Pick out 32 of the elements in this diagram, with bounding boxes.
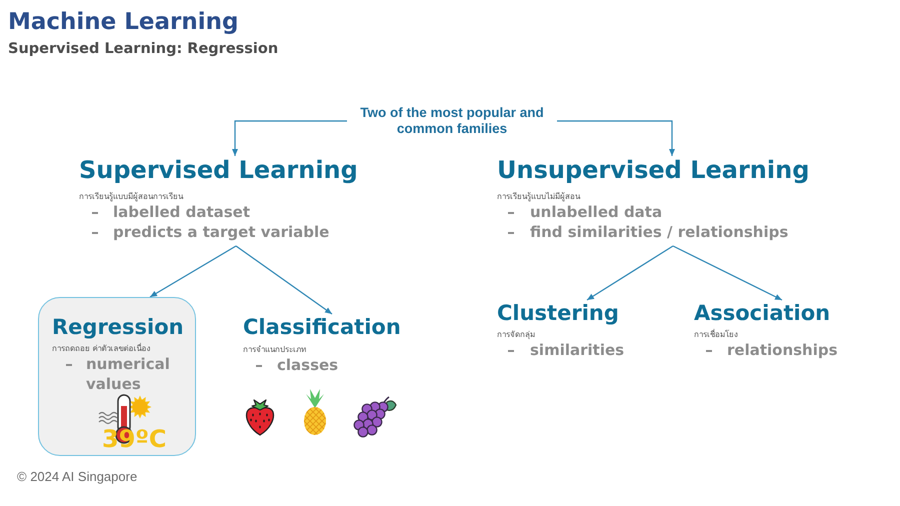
bullet-text: similarities [530, 340, 624, 360]
bullet-text: predicts a target variable [113, 222, 330, 242]
caption-text: การเรียนรู้แบบไม่มีผู้สอน [497, 192, 580, 202]
title: Machine Learning [8, 8, 238, 37]
bullet-text: unlabelled data [530, 202, 662, 222]
temperature-text: 39ºC [102, 427, 167, 451]
arrow [236, 246, 332, 314]
bullet-text: numerical values [86, 354, 171, 394]
heading: Unsupervised Learning [497, 156, 810, 184]
arrow [232, 120, 347, 156]
heading: Clustering [497, 300, 619, 326]
subtitle: Supervised Learning: Regression [8, 40, 278, 58]
heading: Association [694, 300, 830, 326]
heading: Supervised Learning [79, 156, 358, 184]
caption-text: การจัดกลุ่ม [497, 330, 535, 340]
bullet-text: find similarities / relationships [530, 222, 788, 242]
caption-text: การถดถอย ค่าตัวเลขต่อเนื่อง [52, 344, 151, 354]
annotation-text: Two of the most popular and common families [347, 105, 557, 137]
arrow [586, 246, 674, 300]
arrow [557, 120, 675, 156]
caption-text: การเรียนรู้แบบมีผู้สอนการเรียน [79, 192, 183, 202]
rounded-box [38, 297, 196, 456]
bullet-text: classes [277, 355, 338, 375]
arrow [672, 245, 782, 301]
heading: Classification [243, 314, 401, 340]
arrow [150, 245, 236, 298]
caption-text: การเชื่อมโยง [694, 330, 738, 340]
heading: Regression [52, 314, 184, 340]
bullet-text: relationships [727, 340, 838, 360]
copyright-text: © 2024 AI Singapore [17, 469, 138, 485]
caption-text: การจำแนกประเภท [243, 345, 306, 355]
bullet-text: labelled dataset [113, 202, 250, 222]
